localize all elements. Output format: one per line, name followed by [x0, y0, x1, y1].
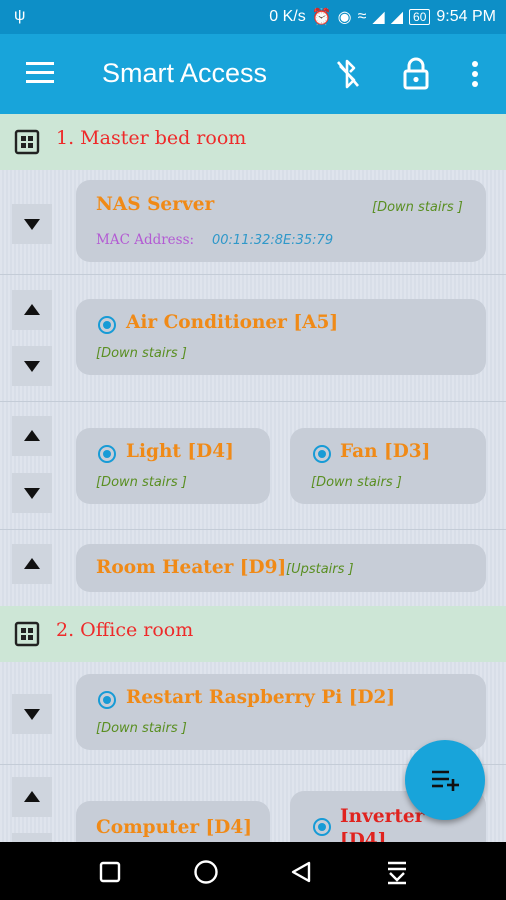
more-options-icon[interactable] — [470, 60, 480, 88]
device-location: [Down stairs ] — [96, 475, 187, 490]
move-down-button[interactable] — [12, 346, 52, 386]
radio-selected-icon — [313, 445, 331, 463]
signal-icon: ◢ — [372, 9, 385, 26]
device-card-light[interactable]: Light [D4] [Down stairs ] — [76, 428, 270, 504]
signal-icon-2: ◢ — [390, 9, 404, 26]
notification-shade-icon[interactable] — [385, 859, 409, 885]
device-location: [Upstairs ] — [286, 562, 354, 577]
wifi-icon: ≈ — [357, 8, 367, 25]
move-up-button[interactable] — [12, 416, 52, 456]
eye-icon: ◉ — [337, 9, 352, 26]
device-card-raspberry[interactable]: Restart Raspberry Pi [D2] [Down stairs ] — [76, 674, 486, 750]
playlist-add-icon — [432, 770, 459, 791]
device-row-light-fan: Light [D4] [Down stairs ] Fan [D3] [Down… — [0, 402, 506, 530]
system-nav-bar — [0, 842, 506, 900]
radio-selected-icon — [313, 818, 331, 836]
arrow-up-icon — [24, 304, 40, 315]
device-location: [Down stairs ] — [96, 721, 187, 736]
device-name: Air Conditioner [A5] — [126, 312, 339, 333]
move-up-button[interactable] — [12, 544, 52, 584]
device-card-nas[interactable]: NAS Server [Down stairs ] MAC Address: 0… — [76, 180, 486, 262]
home-icon[interactable] — [193, 859, 219, 885]
device-row-ac: Air Conditioner [A5] [Down stairs ] — [0, 275, 506, 402]
device-card-fan[interactable]: Fan [D3] [Down stairs ] — [290, 428, 486, 504]
device-row-heater: Room Heater [D9] [Upstairs ] — [0, 530, 506, 606]
add-device-button[interactable] — [405, 740, 485, 820]
arrow-up-icon — [24, 430, 40, 441]
menu-icon[interactable] — [26, 62, 54, 84]
radio-selected-icon — [98, 316, 116, 334]
arrow-down-icon — [24, 219, 40, 230]
device-row-nas: NAS Server [Down stairs ] MAC Address: 0… — [0, 170, 506, 275]
device-card-computer[interactable]: Computer [D4] — [76, 801, 270, 842]
arrow-up-icon — [24, 558, 40, 569]
device-name: Light [D4] — [126, 441, 234, 462]
device-name: Inverter [D4] — [340, 806, 425, 842]
section-title: 1. Master bed room — [56, 127, 247, 149]
device-card-heater[interactable]: Room Heater [D9] [Upstairs ] — [76, 544, 486, 592]
battery-icon: 60 — [409, 9, 431, 25]
app-title: Smart Access — [102, 58, 268, 88]
move-up-button[interactable] — [12, 777, 52, 817]
radio-selected-icon — [98, 691, 116, 709]
device-name: Restart Raspberry Pi [D2] — [126, 687, 396, 708]
move-down-button[interactable] — [12, 204, 52, 244]
radio-selected-icon — [98, 445, 116, 463]
section-header-master-bedroom[interactable]: 1. Master bed room — [0, 114, 506, 170]
device-card-ac[interactable]: Air Conditioner [A5] [Down stairs ] — [76, 299, 486, 375]
device-location: [Down stairs ] — [372, 200, 463, 215]
device-location: [Down stairs ] — [96, 346, 187, 361]
device-location: [Down stairs ] — [311, 475, 402, 490]
mac-value: 00:11:32:8E:35:79 — [212, 233, 334, 248]
mac-label: MAC Address: — [96, 232, 195, 248]
device-name: Computer [D4] — [96, 817, 252, 838]
arrow-down-icon — [24, 709, 40, 720]
back-icon[interactable] — [289, 860, 313, 884]
recent-apps-icon[interactable] — [99, 861, 121, 883]
move-down-button[interactable] — [12, 833, 52, 842]
clock: 9:54 PM — [436, 8, 496, 25]
network-speed: 0 K/s — [269, 8, 306, 25]
arrow-down-icon — [24, 488, 40, 499]
section-title: 2. Office room — [56, 619, 194, 641]
device-name: Room Heater [D9] — [96, 557, 287, 578]
lock-icon[interactable] — [402, 56, 430, 90]
device-name: NAS Server — [96, 194, 215, 215]
move-down-button[interactable] — [12, 694, 52, 734]
status-icons: 0 K/s ⏰ ◉ ≈ ◢ ◢ 60 9:54 PM — [269, 7, 496, 27]
section-header-office-room[interactable]: 2. Office room — [0, 606, 506, 662]
alarm-icon: ⏰ — [311, 9, 332, 26]
arrow-down-icon — [24, 361, 40, 372]
bluetooth-off-icon[interactable] — [334, 58, 362, 90]
room-icon — [14, 621, 40, 647]
arrow-up-icon — [24, 791, 40, 802]
status-bar: ψ 0 K/s ⏰ ◉ ≈ ◢ ◢ 60 9:54 PM — [0, 0, 506, 34]
move-up-button[interactable] — [12, 290, 52, 330]
move-down-button[interactable] — [12, 473, 52, 513]
usb-icon: ψ — [14, 7, 26, 24]
device-name: Fan [D3] — [340, 441, 431, 462]
device-list: 1. Master bed room NAS Server [Down stai… — [0, 114, 506, 842]
device-row-raspberry: Restart Raspberry Pi [D2] [Down stairs ] — [0, 662, 506, 765]
app-bar: Smart Access — [0, 34, 506, 114]
room-icon — [14, 129, 40, 155]
